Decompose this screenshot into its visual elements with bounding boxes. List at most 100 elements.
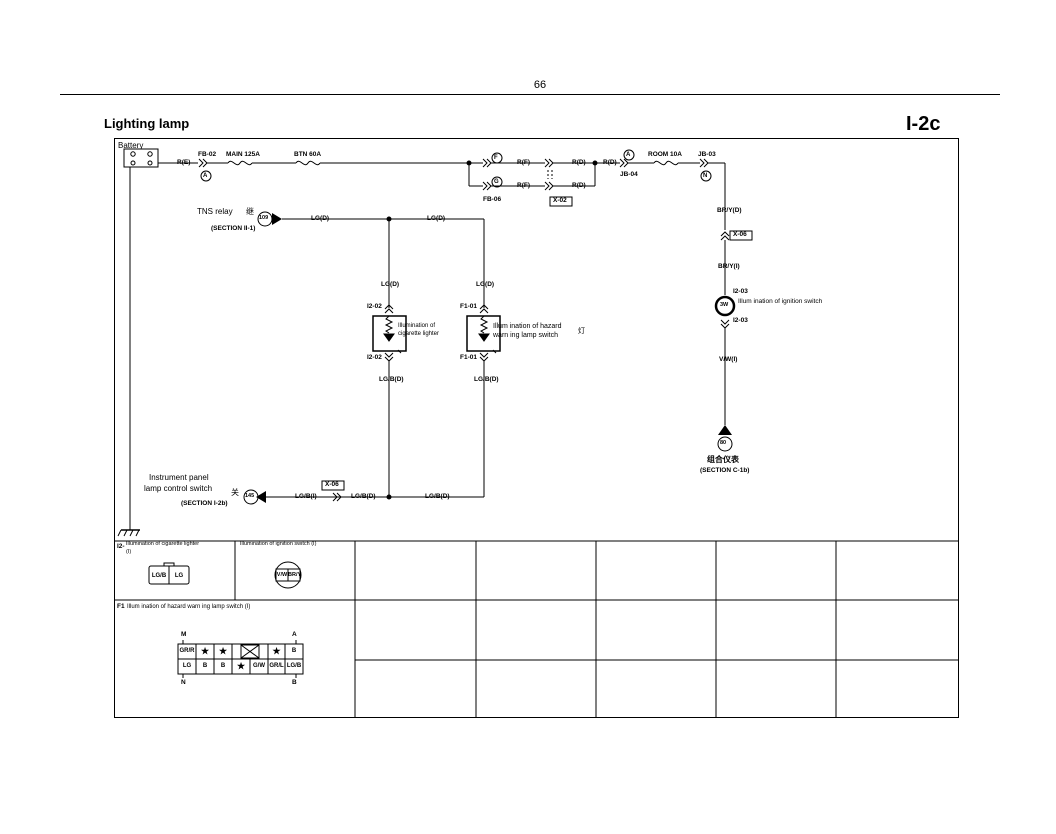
conn-a1: A (203, 173, 208, 179)
panel-section: (SECTION I-2b) (181, 500, 228, 507)
wire-rd-right: R(D) (603, 159, 617, 166)
f1-bot-pin-2: B (202, 663, 208, 669)
wire-vw-i: V/W(I) (719, 356, 738, 363)
conn-i203-bot: I2-03 (733, 317, 748, 324)
wire-lg-d-2: LG(D) (427, 215, 446, 222)
ign-pin-1: V/W (276, 572, 288, 578)
cig-lighter-lamp-box (372, 315, 407, 352)
panel-switch-arrow-icon (256, 491, 266, 503)
battery-label: Battery (118, 141, 144, 150)
room-fuse-label: ROOM 10A (648, 151, 682, 158)
cig-illum-label-2: cigarette lighter (398, 331, 440, 337)
f1-top-pin-1: GR/R (179, 648, 195, 654)
hazard-illum-label-1: Illum ination of hazard (493, 323, 562, 330)
f1-top-pin-6: B (291, 648, 297, 654)
tns-arrow-icon (272, 213, 282, 225)
wire-rf-bot: R(F) (517, 182, 530, 189)
ign-pin-2: BR/Y (288, 572, 302, 578)
main-fuse-label: MAIN 125A (226, 151, 260, 158)
wire-lgb-d-4: LG/B(D) (425, 493, 450, 500)
panel-conn-num: 145 (245, 493, 255, 499)
f1-top-pin-2: ★ (200, 646, 210, 656)
tns-relay-label: TNS relay (197, 207, 233, 216)
conn-n: N (703, 173, 708, 179)
i2-pin-1: LG/B (151, 573, 167, 579)
conn-f101-bot: F1-01 (460, 354, 477, 361)
f1-bot-pin-3: B (220, 663, 226, 669)
wire-lgb-i: LG/B(I) (295, 493, 317, 500)
conn-i203-top: I2-03 (733, 288, 748, 295)
panel-switch-label-1: Instrument panel (149, 473, 209, 482)
diagram-frame (114, 138, 959, 718)
wire-lg-d-3: LG(D) (381, 281, 400, 288)
f1-top-pin-3: ★ (218, 646, 228, 656)
wire-lg-d-1: LG(D) (311, 215, 330, 222)
wire-bry-i: BR/Y(I) (718, 263, 740, 270)
ign-connector-body (274, 561, 302, 589)
f1-top-pin-5: ★ (272, 646, 281, 656)
diagram-title: Lighting lamp (104, 116, 190, 131)
conn-g: G (494, 179, 499, 185)
ign-conn-title: Illumination of ignition switch (I) (240, 541, 317, 547)
wire-lgb-d-3: LG/B(D) (351, 493, 376, 500)
ignition-illum-label: Illum ination of ignition switch (738, 298, 823, 305)
page-number: 66 (533, 79, 547, 91)
wire-rf-top: R(F) (517, 159, 530, 166)
conn-i202-top: I2-02 (367, 303, 382, 310)
section-code: I-2c (906, 113, 941, 135)
f1-bot-pin-4: ★ (236, 661, 246, 671)
cig-illum-label-1: Illumination of (398, 323, 436, 329)
conn-fb02: FB-02 (198, 151, 217, 158)
conn-i202-bot: I2-02 (367, 354, 382, 361)
conn-jb04: JB-04 (620, 171, 638, 178)
f1-mark-b: B (292, 679, 297, 686)
f1-mark-a: A (292, 631, 297, 638)
f1-mark-n: N (181, 679, 186, 686)
panel-switch-cn: 关 (231, 488, 239, 497)
meter-section: (SECTION C-1b) (700, 467, 750, 474)
btn-fuse-label: BTN 60A (294, 151, 322, 158)
bulb-3w-icon (714, 295, 736, 317)
i2-conn-title: Illumination of cigarette lighter (126, 541, 200, 547)
f1-bot-pin-6: GR/L (269, 663, 284, 669)
wire-rd-bot: R(D) (572, 182, 586, 189)
conn-a2: A (626, 152, 631, 158)
i2-pin-2: LG (174, 573, 184, 579)
conn-x06-left: X-06 (325, 481, 339, 488)
meter-conn-num: 80 (720, 440, 727, 446)
bulb-rating: 3W (720, 302, 729, 308)
wire-lg-d-4: LG(D) (476, 281, 495, 288)
meter-name: 组合仪表 (707, 455, 739, 464)
f1-bot-pin-5: G/W (253, 663, 265, 669)
f1-mark-m: M (181, 631, 187, 638)
room-fuse (653, 160, 679, 166)
conn-x06-right: X-06 (733, 231, 747, 238)
meter-arrow-icon (718, 425, 732, 435)
panel-switch-label-2: lamp control switch (144, 484, 213, 493)
f1-conn-title: Illum ination of hazard warn ing lamp sw… (127, 604, 251, 610)
f1-conn-label: F1 (117, 603, 125, 610)
tns-section: (SECTION II-1) (211, 225, 256, 232)
i2-conn-sub: (I) (126, 549, 132, 555)
f1-bot-pin-1: LG (182, 663, 192, 669)
conn-jb03: JB-03 (698, 151, 716, 158)
hazard-illum-label-2: warn ing lamp switch (493, 332, 558, 339)
i2-conn-label: I2- (117, 543, 125, 550)
wire-lgb-d-1: LG/B(D) (379, 376, 404, 383)
header-rule (60, 94, 1000, 95)
conn-fb06: FB-06 (483, 196, 502, 203)
hazard-cn: 灯 (578, 328, 585, 335)
btn-fuse (295, 160, 321, 166)
tns-relay-cn: 继 (246, 207, 254, 216)
conn-x02: X-02 (553, 197, 567, 204)
wire-rd-top: R(D) (572, 159, 586, 166)
wire-r-e: R(E) (177, 159, 191, 166)
wire-lgb-d-2: LG/B(D) (474, 376, 499, 383)
conn-f: F (494, 155, 498, 161)
wire-bry-d: BR/Y(D) (717, 207, 742, 214)
conn-f101-top: F1-01 (460, 303, 477, 310)
battery-symbol (123, 148, 159, 168)
f1-bot-pin-7: LG/B (286, 663, 302, 669)
tns-conn-num: 109 (259, 215, 269, 221)
